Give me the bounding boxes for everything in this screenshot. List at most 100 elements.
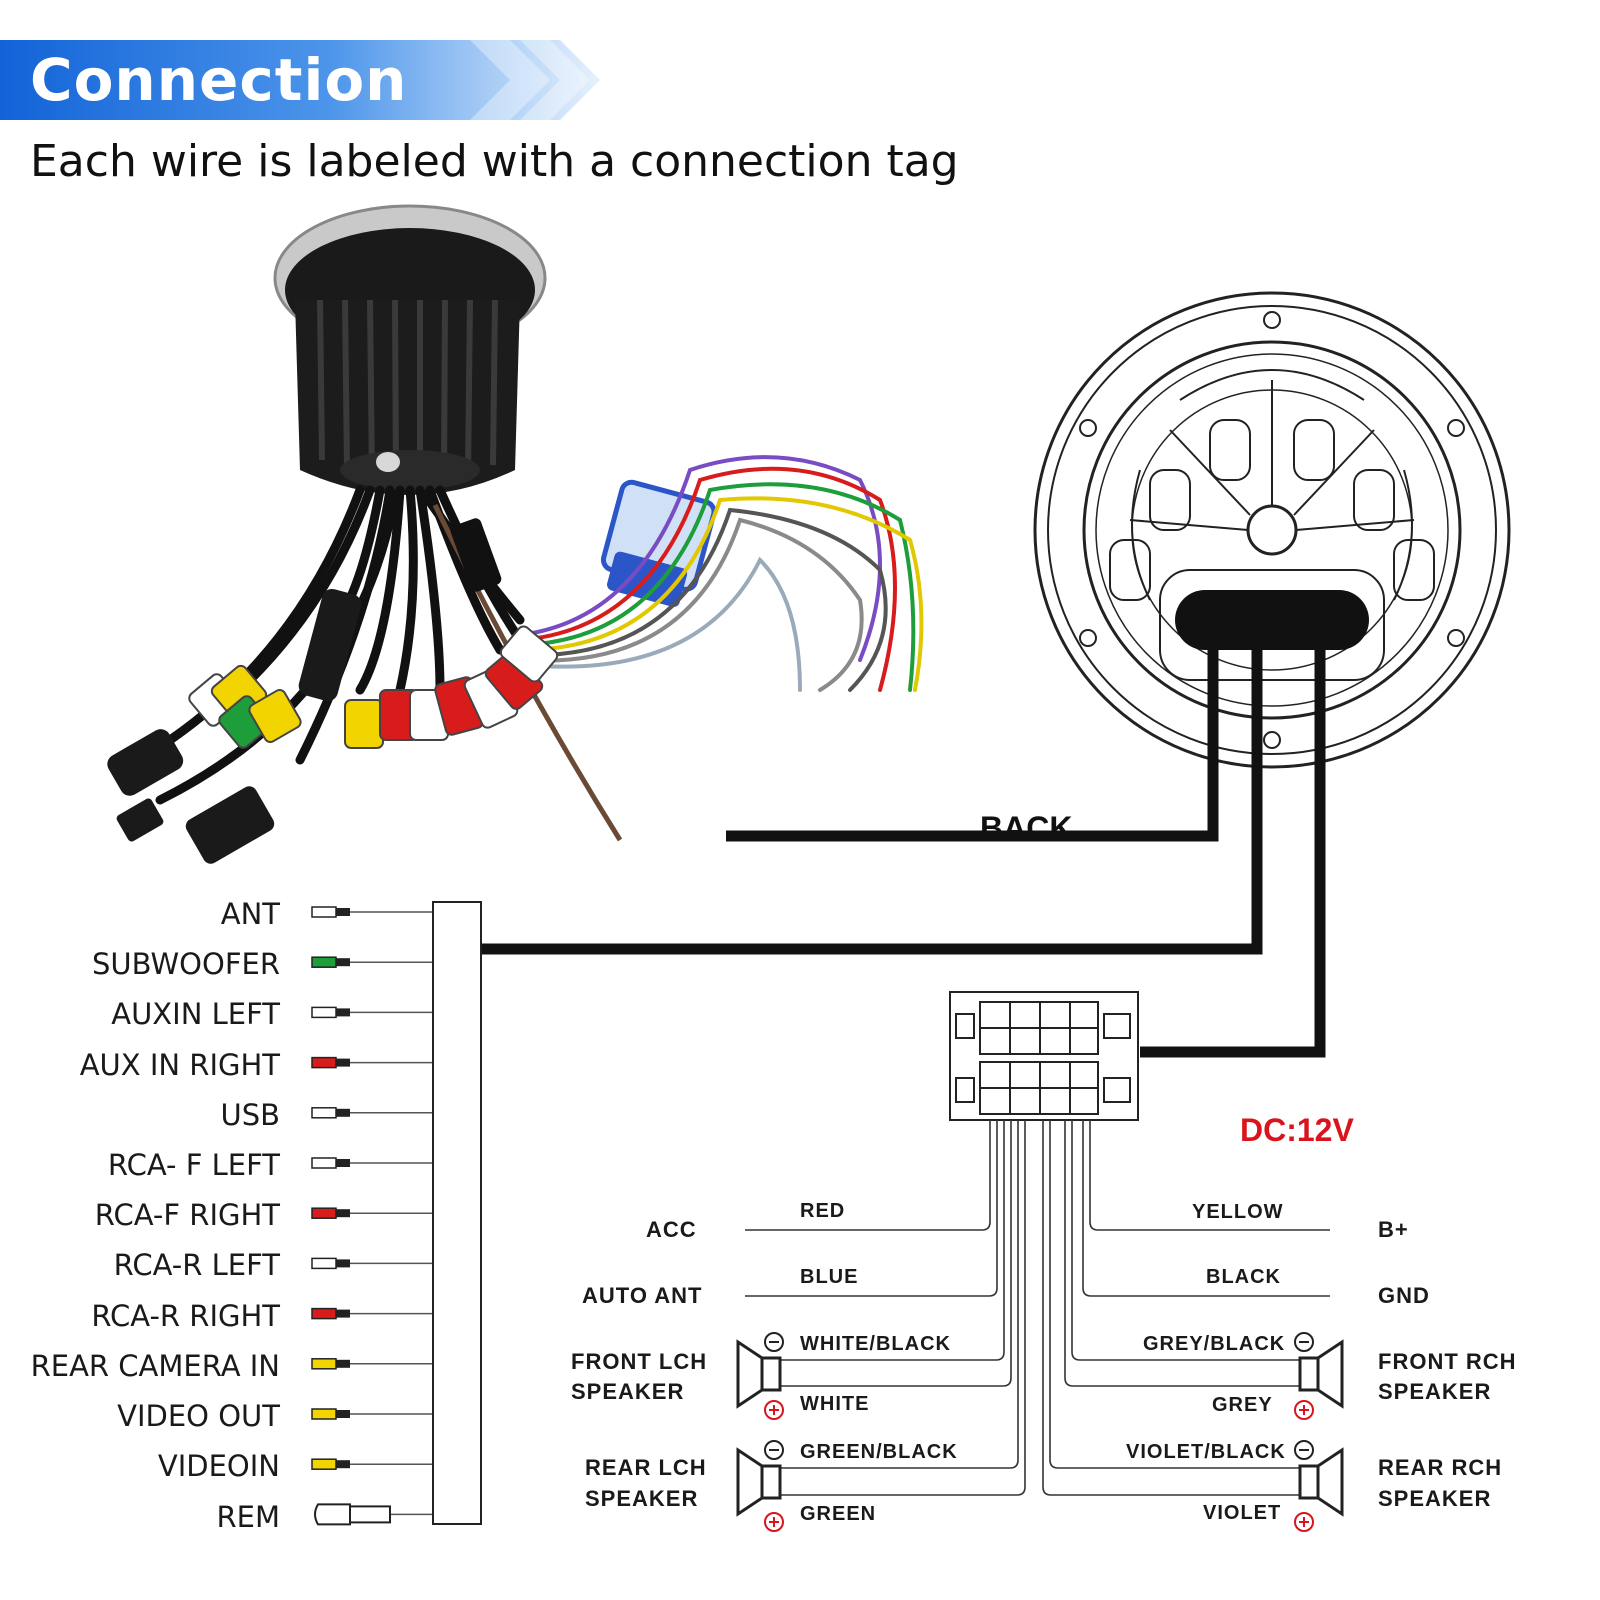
rca-plug-tip [336,1410,350,1418]
terminal-auto-ant: AUTO ANT [582,1283,703,1308]
dc-voltage-label: DC:12V [1240,1112,1354,1148]
plus-icon [764,1512,784,1532]
terminal-gnd: GND [1378,1283,1430,1308]
wire-color-label: VIOLET/BLACK [1126,1441,1286,1463]
wire-color-label: GREY [1212,1394,1273,1416]
speaker-icons [736,1339,1344,1517]
rca-plug-icon [311,1157,337,1169]
minus-icon [764,1332,784,1352]
rca-plug-icon [311,1006,337,1019]
main-cables [482,640,1326,1058]
minus-icon [764,1440,784,1460]
header-banner [0,40,600,120]
wire-color-label: RED [800,1200,846,1222]
rca-plug-icon [311,1358,337,1370]
rca-label: RCA-R RIGHT [91,1299,280,1333]
rca-plug-row [311,1006,433,1019]
rca-plug-row [311,1257,433,1270]
rca-plug-icon [311,1307,337,1320]
rear-right-speaker-icon [1298,1447,1344,1517]
rear-left-speaker-icon [736,1447,782,1517]
rca-label: AUX IN RIGHT [79,1048,280,1082]
rca-plug-tip [336,1209,350,1218]
jack-body [349,1505,391,1524]
wire-color-label: BLACK [1206,1266,1281,1288]
rca-plug-row [311,906,433,918]
rca-label: RCA-R LEFT [113,1248,280,1282]
rca-label: REM [216,1500,281,1534]
speaker-label-rear-lch: REAR LCH [585,1455,707,1480]
minus-icon [1294,1332,1314,1352]
rca-label: SUBWOOFER [92,947,280,981]
rca-plug-icon [311,1207,337,1219]
rca-plug-tip [336,958,350,967]
rca-rows [311,906,433,1526]
head-unit-photo [107,204,924,864]
rca-plug-row [311,956,433,968]
rca-plug-tip [336,1159,350,1167]
wire-color-label: VIOLET [1203,1502,1282,1524]
minus-icon [1294,1440,1314,1460]
rca-plug-icon [311,1408,337,1420]
rca-plug-icon [311,956,337,968]
wire-color-label: GREY/BLACK [1143,1333,1286,1355]
unit-back-view [1033,291,1511,769]
rca-plug-icon [311,1458,337,1470]
plus-icon [1294,1400,1314,1420]
rca-bus-box [432,901,482,1525]
rca-plug-tip [336,1108,350,1117]
speaker-label-rear-rch: SPEAKER [1378,1486,1492,1511]
rca-label: RCA- F LEFT [107,1148,280,1182]
rca-plug-row [311,1307,433,1320]
wire-color-label: YELLOW [1192,1201,1284,1223]
rca-plug-tip [336,1259,350,1268]
rca-plug-icon [311,1107,337,1119]
rca-plug-row [311,1358,433,1370]
rca-label: REAR CAMERA IN [30,1349,280,1383]
rca-plug-tip [336,908,350,916]
rca-plug-tip [336,1309,350,1318]
rca-plug-row [311,1458,433,1470]
rca-plug-icon [311,1257,337,1270]
rca-plug-row [314,1503,433,1526]
speaker-label-rear-rch: REAR RCH [1378,1455,1503,1480]
front-left-speaker-icon [736,1339,782,1409]
terminal-b-plus: B+ [1378,1217,1409,1242]
rca-label: AUXIN LEFT [111,997,280,1031]
speaker-label-front-rch: FRONT RCH [1378,1349,1517,1374]
rca-label: VIDEO OUT [117,1399,280,1433]
jack-icon [314,1503,351,1526]
rca-plug-row [311,1107,433,1119]
speaker-label-front-rch: SPEAKER [1378,1379,1492,1404]
speaker-label-front-lch: FRONT LCH [571,1349,708,1374]
rca-plug-tip [336,1008,350,1017]
rca-plug-tip [336,1359,350,1368]
speaker-label-rear-lch: SPEAKER [585,1486,699,1511]
rca-plug-tip [336,1058,350,1067]
speaker-label-front-lch: SPEAKER [571,1379,685,1404]
wire-color-label: GREEN [800,1503,877,1525]
rca-plug-row [311,1157,433,1169]
rca-plug-row [311,1408,433,1420]
rca-label: VIDEOIN [157,1449,280,1483]
plus-icon [764,1400,784,1420]
wire-color-label: BLUE [800,1266,859,1288]
page-subtitle: Each wire is labeled with a connection t… [30,136,959,187]
page-title: Connection [30,46,408,114]
front-right-speaker-icon [1298,1339,1344,1409]
terminal-acc: ACC [646,1217,697,1242]
plus-icon [1294,1512,1314,1532]
rca-plug-row [311,1056,433,1069]
wire-color-label: GREEN/BLACK [800,1441,958,1463]
rca-plug-tip [336,1460,350,1469]
rca-plug-row [311,1207,433,1219]
rca-label: USB [220,1098,280,1132]
iso-wires [745,1120,1330,1496]
wire-color-label: WHITE/BLACK [800,1333,951,1355]
rca-plug-icon [311,906,337,918]
wire-color-label: WHITE [800,1393,870,1415]
iso-connector [949,991,1139,1121]
back-label: BACK [980,810,1073,846]
rca-label: ANT [220,897,280,931]
